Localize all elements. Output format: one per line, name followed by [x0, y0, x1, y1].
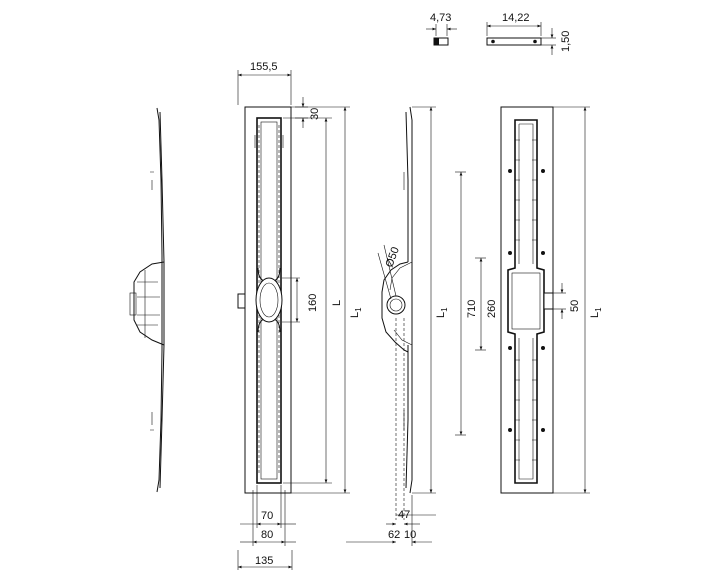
dim-width-135: 135 [255, 555, 273, 567]
dim-plate-thickness: 1,50 [560, 31, 572, 52]
dim-plate-width: 14,22 [502, 12, 530, 24]
dim-width-47: 47 [398, 509, 410, 521]
dim-margin-top: 30 [309, 108, 321, 120]
dim-L: L [331, 300, 343, 306]
dim-bracket-width: 4,73 [430, 12, 451, 24]
back-view: 50 L1 [500, 106, 603, 494]
dim-width-10: 10 [404, 529, 416, 541]
dim-length-260: 260 [486, 300, 498, 318]
plate-detail: 14,22 1,50 [486, 12, 572, 55]
dim-L1: L1 [349, 307, 363, 318]
dim-top-width: 155,5 [250, 61, 278, 73]
dim-pipe-diameter: Ø50 [384, 245, 402, 269]
dim-outlet-length: 160 [307, 294, 319, 312]
dim-back-L1: L1 [589, 307, 603, 318]
dim-length-710: 710 [466, 300, 478, 318]
side-section-view: Ø50 L1 710 260 47 62 10 [346, 106, 498, 546]
dim-side-L1: L1 [435, 307, 449, 318]
front-view: 155,5 30 160 L L1 70 80 [237, 61, 363, 570]
side-profile-view [129, 107, 165, 493]
dim-width-70: 70 [261, 510, 273, 522]
dim-width-80: 80 [261, 529, 273, 541]
bracket-detail: 4,73 [426, 12, 457, 46]
dim-width-62: 62 [388, 529, 400, 541]
dim-back-50: 50 [569, 300, 581, 312]
